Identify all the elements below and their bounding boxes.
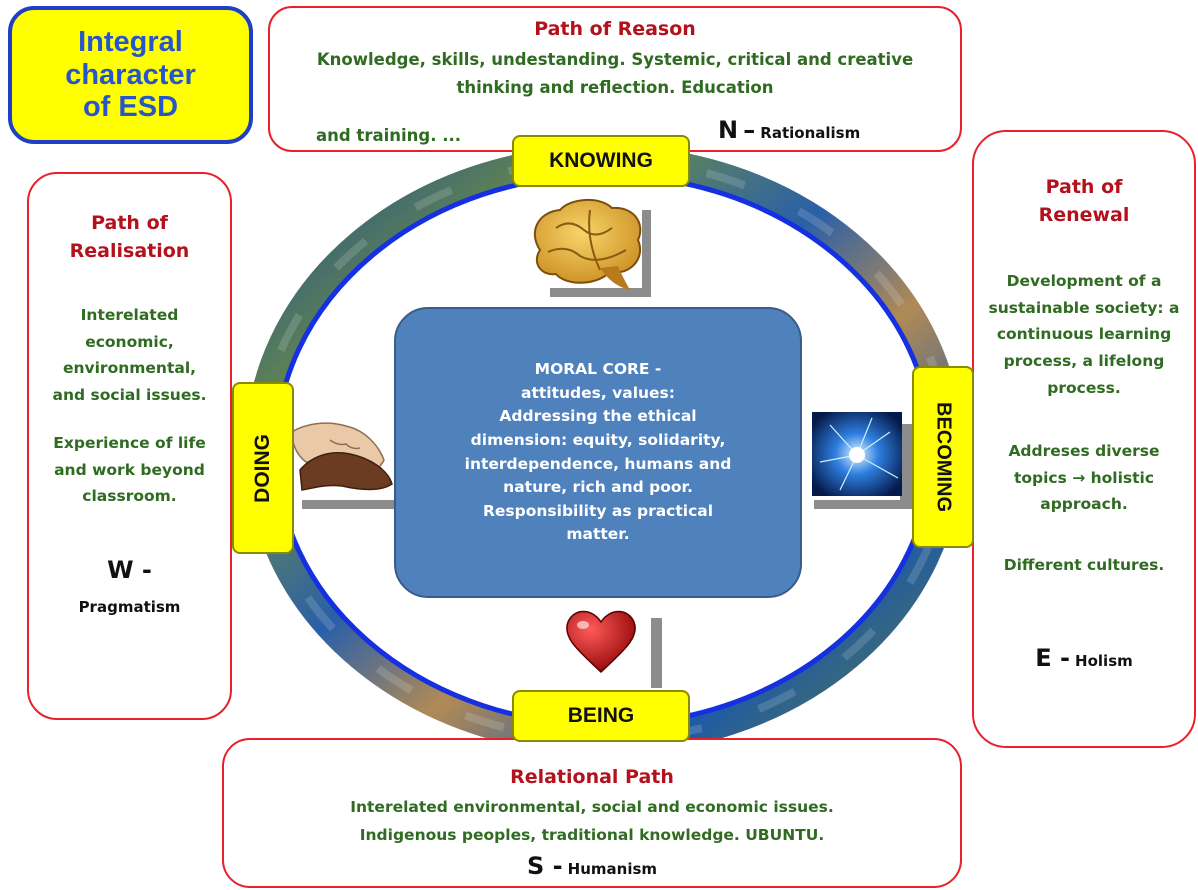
connector-becoming [814, 424, 912, 509]
renewal-para3: Different cultures. [1003, 556, 1165, 574]
reason-direction: N – Rationalism [718, 116, 860, 144]
relational-direction: S - Humanism [224, 852, 960, 880]
reason-body-line3: and training. ... [316, 126, 462, 145]
connector-knowing [550, 210, 651, 297]
realisation-direction-label: Pragmatism [78, 598, 181, 616]
tag-doing-label: DOING [251, 433, 274, 503]
realisation-para2: Experience of life and work beyond class… [53, 434, 206, 506]
renewal-direction-letter: E - [1035, 644, 1070, 672]
renewal-direction: E - Holism [974, 644, 1194, 672]
tag-knowing: KNOWING [512, 135, 690, 187]
renewal-direction-label: Holism [1075, 652, 1133, 670]
relational-path-box: Relational Path Interelated environmenta… [222, 738, 962, 888]
realisation-direction-letter: W - [107, 556, 152, 584]
relational-line1: Interelated environmental, social and ec… [350, 798, 834, 816]
relational-line2: Indigenous peoples, traditional knowledg… [359, 826, 825, 844]
connector-being [651, 618, 662, 688]
reason-direction-dash: – [743, 116, 756, 144]
brain-icon [533, 199, 642, 290]
reason-direction-letter: N [718, 116, 739, 144]
tag-doing: DOING [232, 382, 294, 554]
relational-heading: Relational Path [510, 766, 674, 788]
realisation-heading: Path of Realisation [69, 212, 190, 262]
connector-doing [302, 500, 394, 509]
handshake-icon [291, 422, 393, 491]
title-badge: Integral character of ESD [8, 6, 253, 144]
tag-being: BEING [512, 690, 690, 742]
tag-becoming-label: BECOMING [932, 402, 955, 512]
reason-body-line1: Knowledge, skills, undestanding. Systemi… [316, 50, 914, 69]
path-of-reason-box: Path of Reason Knowledge, skills, undest… [268, 6, 962, 152]
heart-icon [566, 610, 636, 674]
reason-direction-label: Rationalism [760, 124, 861, 142]
tag-becoming: BECOMING [912, 366, 974, 548]
relational-direction-label: Humanism [567, 860, 658, 878]
reason-body-line2: thinking and reflection. Education [456, 78, 774, 97]
plasma-icon [812, 412, 902, 496]
path-of-renewal-box: Path of Renewal Development of a sustain… [972, 130, 1196, 748]
renewal-heading: Path of Renewal [1038, 176, 1130, 226]
reason-heading: Path of Reason [534, 18, 696, 40]
realisation-para1: Interelated economic, environmental, and… [52, 306, 207, 404]
path-of-realisation-box: Path of Realisation Interelated economic… [27, 172, 232, 720]
moral-core-box: MORAL CORE - attitudes, values: Addressi… [394, 307, 802, 598]
relational-direction-letter: S - [526, 852, 563, 880]
renewal-para2: Addreses diverse topics → holistic appro… [1008, 442, 1160, 514]
renewal-para1: Development of a sustainable society: a … [988, 272, 1180, 397]
